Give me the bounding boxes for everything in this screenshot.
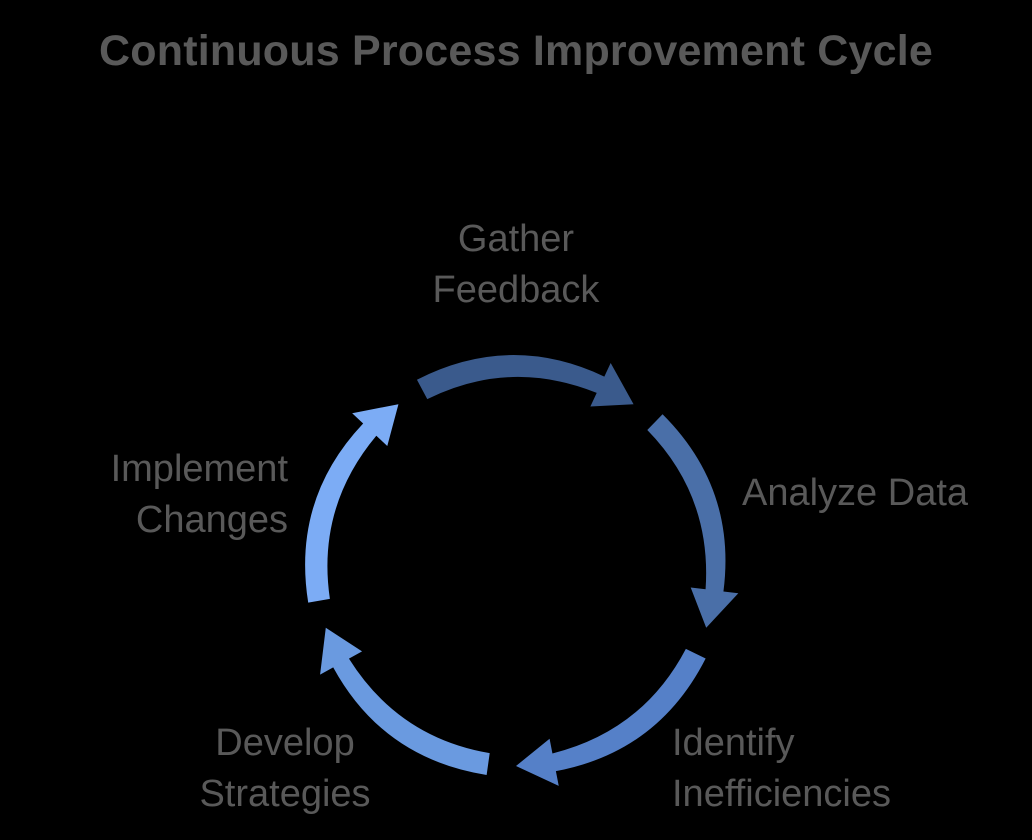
cycle-arrow-develop-strategies [320,627,490,775]
step-label-develop-strategies: Develop Strategies [199,722,371,815]
step-label-identify-inefficiencies: Identify Inefficiencies [672,722,891,815]
cycle-arrow-gather-feedback [416,355,634,407]
step-label-analyze-data: Analyze Data [742,472,969,514]
step-label-gather-feedback: Gather Feedback [432,218,600,311]
cycle-arrow-implement-changes [305,404,399,603]
page-title: Continuous Process Improvement Cycle [99,27,933,75]
cycle-arrow-analyze-data [647,414,739,628]
cycle-arrow-identify-inefficiencies [516,648,706,786]
step-label-implement-changes: Implement Changes [110,448,288,541]
